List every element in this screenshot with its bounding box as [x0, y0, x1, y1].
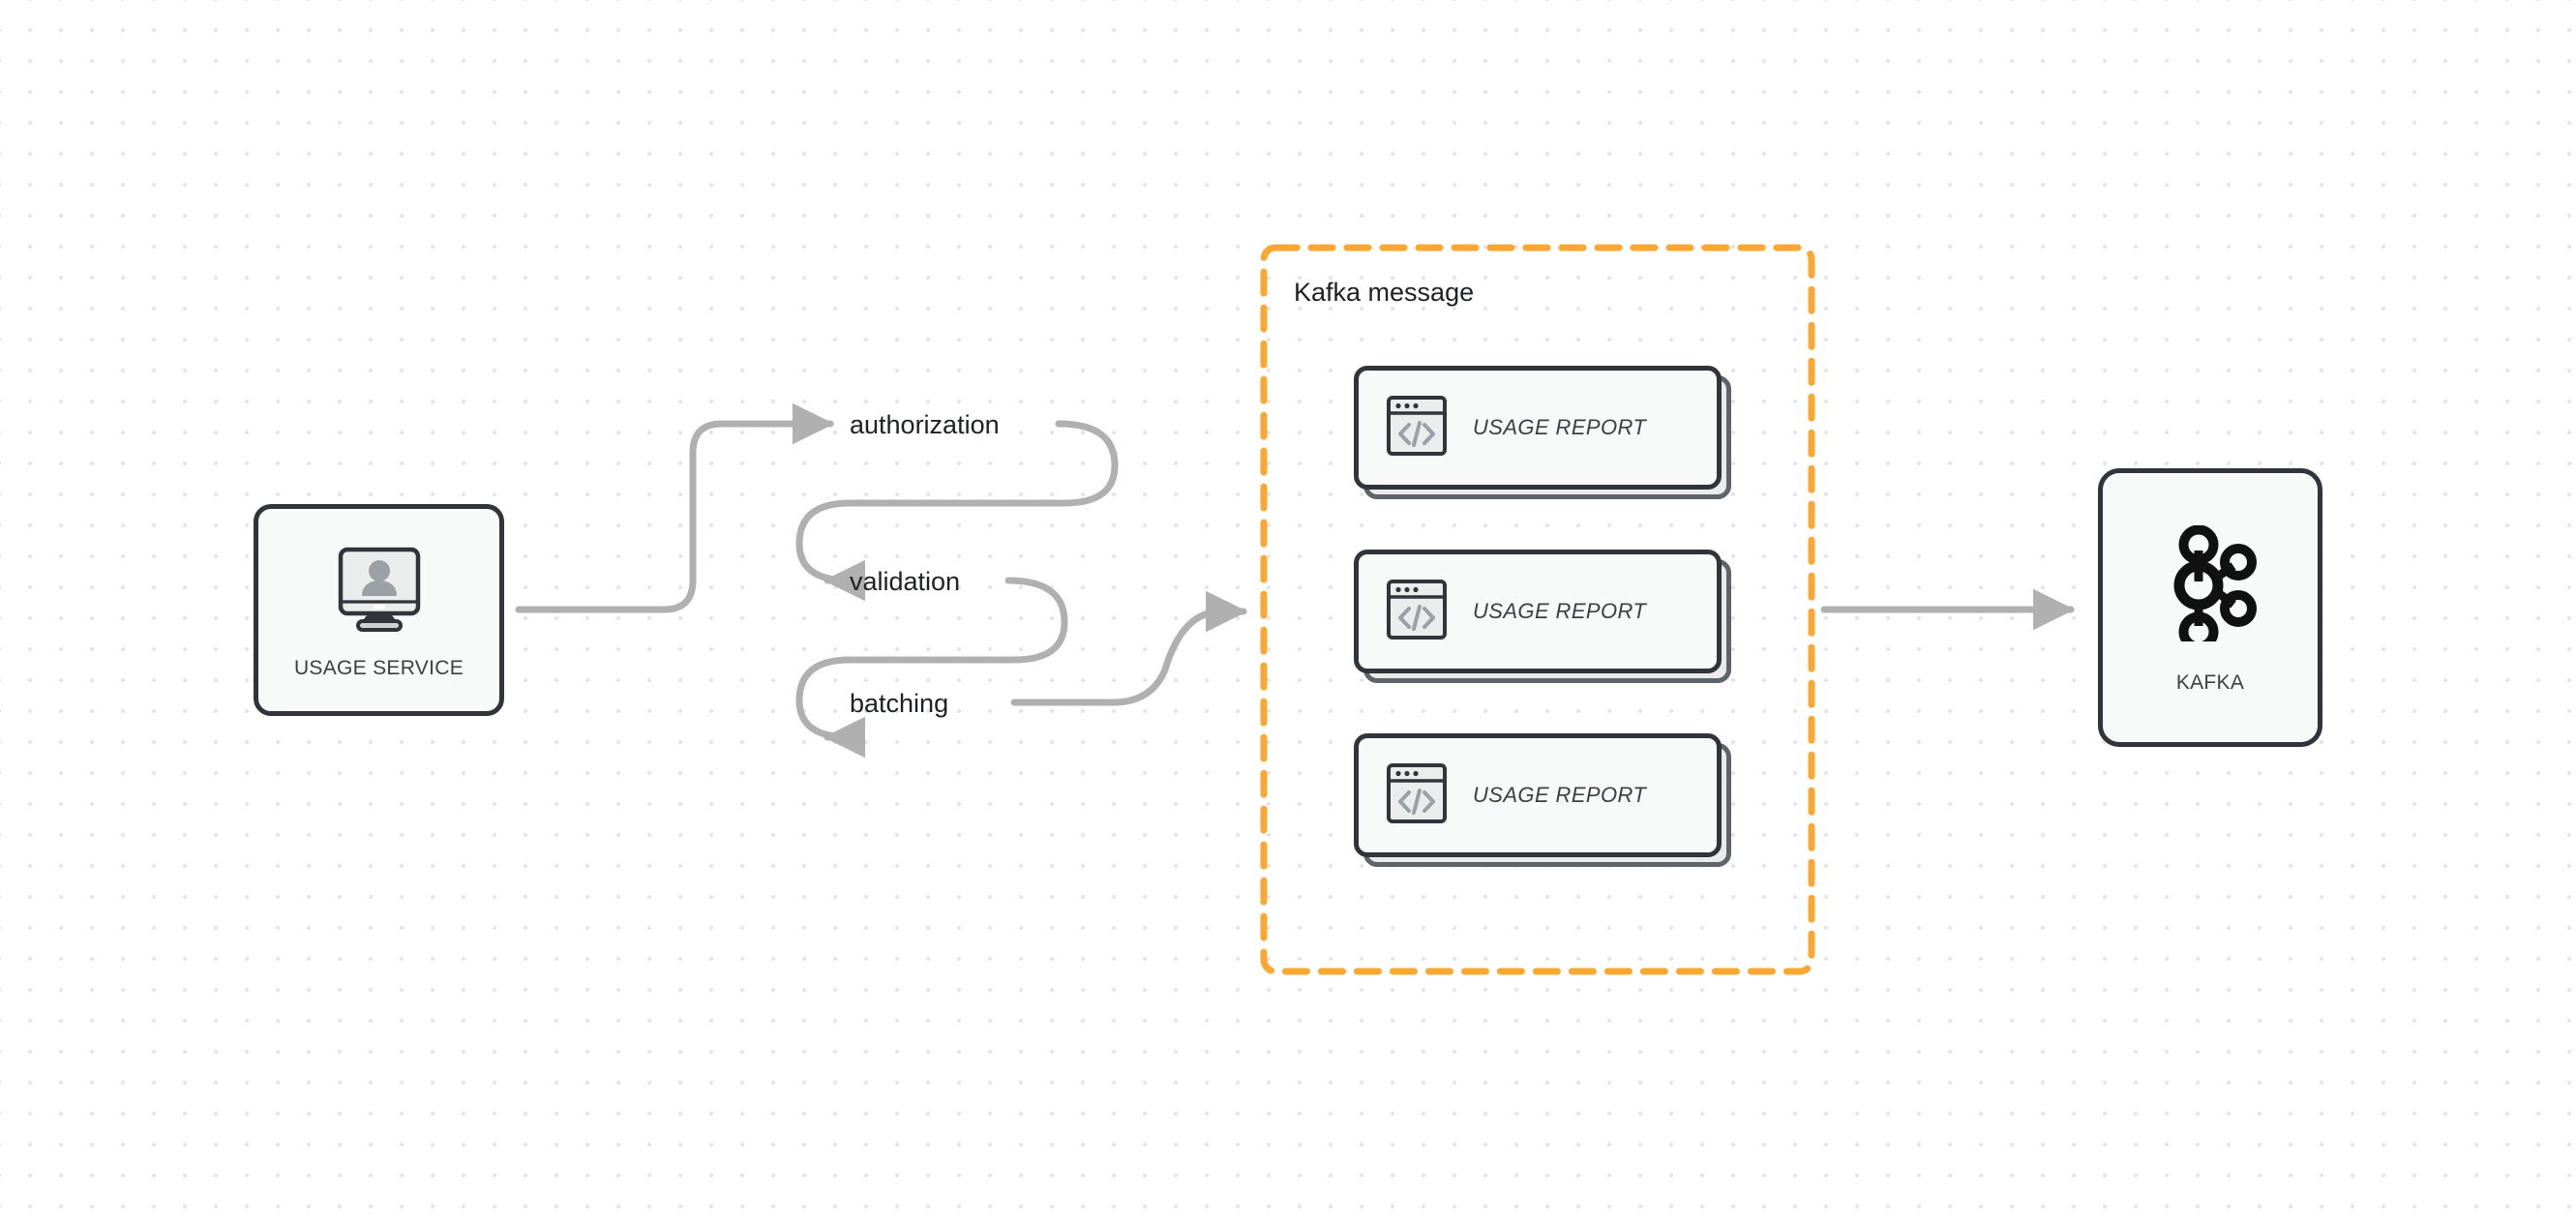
code-window-icon [1386, 579, 1448, 645]
card-front[interactable]: USAGE REPORT [1354, 550, 1722, 673]
group-dashed-border [1260, 244, 1815, 975]
node-label-kafka: KAFKA [2175, 670, 2245, 694]
node-label-usage-service: USAGE SERVICE [293, 657, 464, 679]
code-window-icon [1386, 762, 1448, 829]
step-label-batching[interactable]: batching [850, 689, 949, 718]
card-front[interactable]: USAGE REPORT [1354, 733, 1722, 857]
connector-batching-to-kafka-message [1010, 590, 1248, 706]
node-usage-service[interactable]: USAGE SERVICE [254, 504, 504, 716]
step-label-authorization[interactable]: authorization [850, 410, 1000, 439]
card-label: USAGE REPORT [1473, 415, 1647, 439]
card-usage-report[interactable]: USAGE REPORT [1354, 550, 1731, 683]
kafka-logo-icon [2160, 524, 2261, 651]
connector-authorization-to-validation [795, 420, 1119, 602]
card-usage-report[interactable]: USAGE REPORT [1354, 733, 1731, 867]
group-kafka-message[interactable]: Kafka message [1260, 244, 1815, 975]
code-window-icon [1386, 395, 1448, 462]
connector-service-to-authorization [515, 402, 835, 613]
group-title-kafka-message: Kafka message [1294, 278, 1475, 307]
monitor-user-icon [333, 546, 426, 640]
card-usage-report[interactable]: USAGE REPORT [1354, 366, 1731, 499]
card-front[interactable]: USAGE REPORT [1354, 366, 1722, 490]
card-label: USAGE REPORT [1473, 783, 1647, 807]
card-label: USAGE REPORT [1473, 599, 1647, 623]
step-label-validation[interactable]: validation [850, 567, 961, 596]
node-kafka[interactable]: KAFKA [2098, 468, 2322, 747]
